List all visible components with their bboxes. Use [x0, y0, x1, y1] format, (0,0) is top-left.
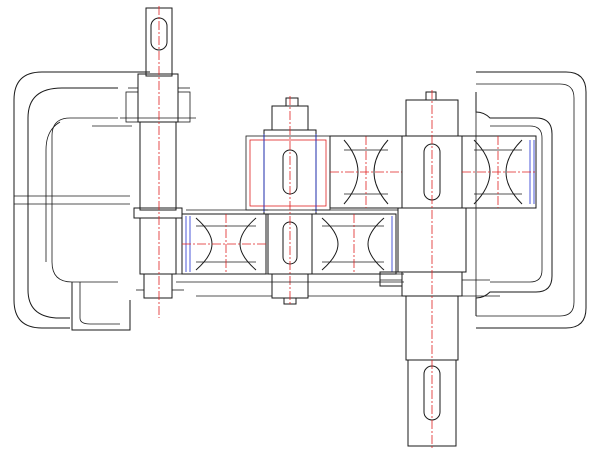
output-gear	[461, 135, 537, 209]
mid-upper-gear	[329, 135, 403, 209]
first-stage-gear	[181, 213, 267, 275]
second-stage-pinion	[311, 213, 397, 275]
housing-floor	[176, 135, 404, 297]
left-housing	[13, 71, 150, 331]
output-shaft	[379, 90, 500, 448]
input-shaft	[120, 6, 196, 318]
right-housing	[475, 71, 587, 329]
